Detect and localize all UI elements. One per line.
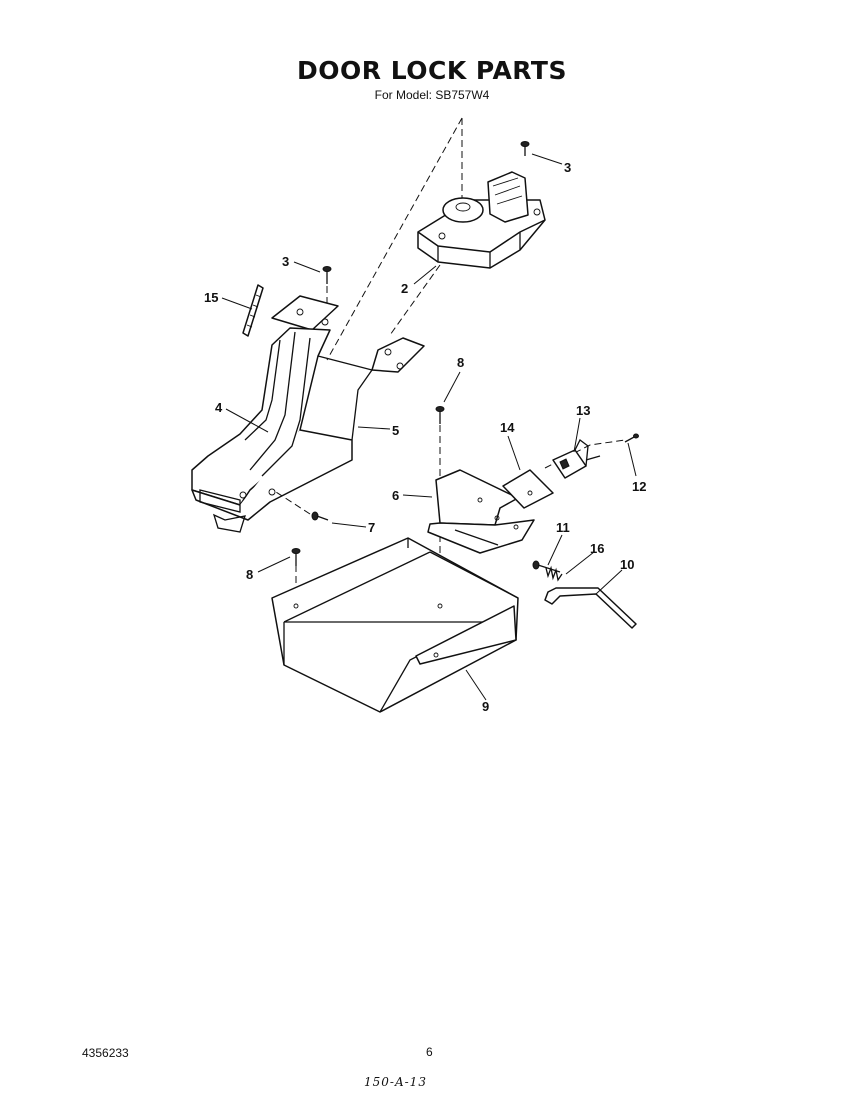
screw-7: [275, 491, 329, 521]
callout-3-lower: 3: [282, 254, 289, 269]
leader-13: [573, 417, 581, 453]
alignment-line-motor-bracket: [389, 264, 441, 336]
leader-3-upper: [531, 153, 563, 165]
door-lock-motor: [417, 171, 546, 269]
leader-16: [565, 551, 595, 575]
callout-14: 14: [500, 420, 515, 435]
door-lock-switch-13: [552, 439, 601, 479]
page-title: DOOR LOCK PARTS: [297, 56, 567, 85]
callout-7: 7: [368, 520, 375, 535]
document-number: 4356233: [82, 1046, 129, 1060]
handwritten-note: 150-A-13: [364, 1075, 427, 1089]
leader-3-lower: [293, 261, 321, 273]
leader-9: [465, 669, 487, 701]
callout-15: 15: [204, 290, 218, 305]
switch-bracket-6: [427, 469, 535, 554]
leader-15: [221, 297, 253, 310]
callout-3-upper: 3: [564, 160, 571, 175]
lock-rod-10: [544, 587, 637, 629]
leader-2: [413, 265, 437, 285]
leader-5: [357, 426, 391, 430]
model-subtitle: For Model: SB757W4: [374, 88, 490, 102]
screw-8-lower: [291, 548, 301, 566]
callout-2: 2: [401, 281, 408, 296]
spring-16: [545, 565, 563, 582]
callout-8-lower: 8: [246, 567, 253, 582]
leader-11: [547, 534, 563, 566]
screw-3-upper: [520, 141, 530, 156]
alignment-line-motor-diagonal: [326, 117, 463, 361]
page-number: 6: [426, 1045, 433, 1059]
leader-14: [507, 435, 521, 471]
leader-10: [595, 569, 623, 595]
callout-10: 10: [620, 557, 634, 572]
spring-rod-15: [242, 284, 264, 337]
door-lock-bracket: [191, 295, 425, 533]
callout-5: 5: [392, 423, 399, 438]
leader-8-lower: [257, 556, 291, 573]
screw-8-upper: [435, 406, 445, 424]
callout-4: 4: [215, 400, 223, 415]
callout-16: 16: [590, 541, 604, 556]
callout-9: 9: [482, 699, 489, 714]
callout-8-upper: 8: [457, 355, 464, 370]
leader-7: [331, 522, 367, 528]
leader-6: [402, 494, 433, 498]
leader-4: [225, 408, 269, 433]
leader-8-upper: [443, 371, 461, 403]
leader-12: [627, 442, 637, 477]
callout-12: 12: [632, 479, 646, 494]
callout-6: 6: [392, 488, 399, 503]
insulator-14: [502, 469, 554, 509]
screw-12: [624, 433, 639, 443]
callout-11: 11: [556, 520, 570, 535]
lock-cover-9: [271, 537, 519, 713]
callout-13: 13: [576, 403, 590, 418]
